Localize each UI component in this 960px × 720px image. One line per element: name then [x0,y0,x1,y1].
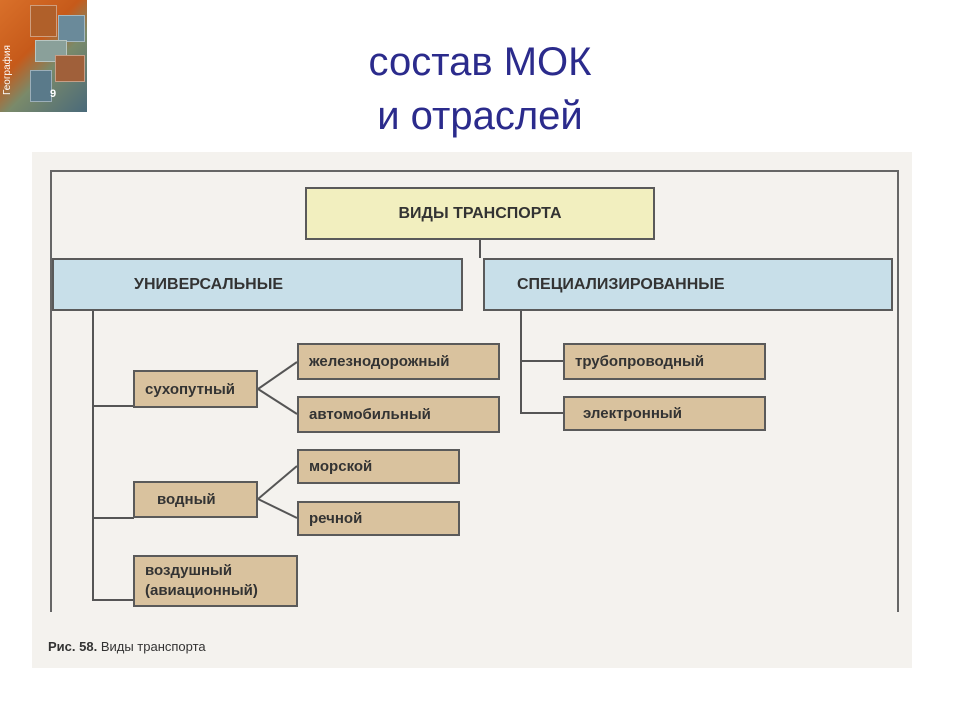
land-transport-box: сухопутный [133,370,258,408]
river-box: речной [297,501,460,536]
universal-box: УНИВЕРСАЛЬНЫЕ [52,258,463,311]
connector [520,412,564,414]
connector [92,405,134,407]
water-transport-box: водный [133,481,258,518]
diagram-frame [50,170,899,612]
slide-title-line2: и отраслей [377,94,583,138]
air-sublabel: (авиационный) [145,582,258,599]
textbook-cover-image: География 9 [0,0,87,112]
slide-title-line1: состав МОК [368,40,592,84]
connector [520,360,564,362]
cover-grade: 9 [50,88,57,100]
railway-box: железнодорожный [297,343,500,380]
connector [92,599,134,601]
automobile-box: автомобильный [297,396,500,433]
caption-prefix: Рис. 58. [48,639,98,654]
connector [479,240,481,258]
connector [520,311,522,414]
electronic-box: электронный [563,396,766,431]
root-box: ВИДЫ ТРАНСПОРТА [305,187,655,240]
pipeline-box: трубопроводный [563,343,766,380]
specialized-box: СПЕЦИАЛИЗИРОВАННЫЕ [483,258,893,311]
sea-box: морской [297,449,460,484]
caption-text: Виды транспорта [100,639,206,654]
figure-caption: Рис. 58. Виды транспорта [48,639,206,654]
air-label: воздушный [145,562,233,579]
air-transport-box: воздушный (авиационный) [133,555,298,607]
connector [92,311,94,601]
connector [92,517,134,519]
